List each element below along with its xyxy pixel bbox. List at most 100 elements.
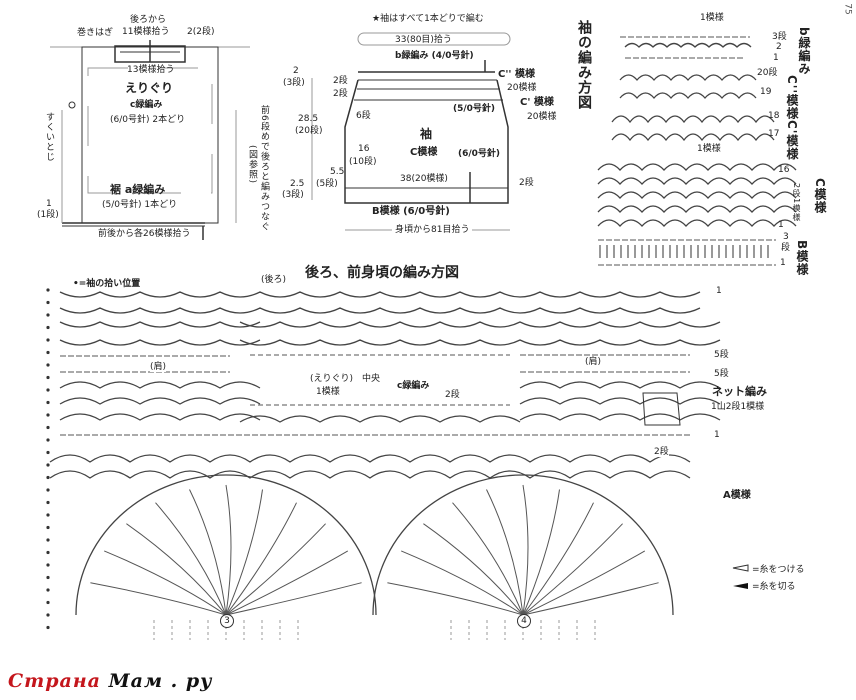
pickup-dot (46, 500, 50, 505)
c2-pattern-label: C'' 模様 (498, 69, 535, 80)
height-2-rows: (3段) (283, 78, 305, 88)
body-row (239, 415, 521, 423)
pickup-dot (46, 525, 50, 530)
pickup-dots (46, 288, 50, 630)
hem-height: 1 (46, 199, 52, 209)
neck-pattern-chart: c緑編み (397, 381, 430, 391)
body-row (59, 307, 701, 314)
b-edge-label: b緑編み (4/0号針) (395, 51, 474, 61)
pickup-dot (46, 338, 50, 342)
fan-arc (372, 474, 674, 616)
fan-petal (225, 523, 326, 616)
a-pattern-row (49, 470, 691, 479)
sleeve-row (619, 74, 757, 82)
fan-petal (522, 484, 529, 616)
pickup-dot (46, 625, 50, 630)
center-label: 中央 (362, 374, 381, 384)
section-c1: C'模様 (785, 120, 799, 161)
sleeve-chart-title: 袖の編み方図 (576, 20, 592, 110)
shoulder-right: (肩) (585, 357, 602, 367)
fan-petal (126, 523, 227, 616)
pick-81-label: 身頃から81目拾う (392, 226, 473, 235)
crochet-stitch-patterns (49, 36, 797, 640)
row-b-dan: 段 (781, 243, 791, 253)
body-row (519, 381, 721, 389)
neck-rows-2: 2段 (445, 390, 460, 400)
body-row (59, 291, 701, 298)
legend-attach: =糸をつける (752, 565, 805, 575)
fan-petal (522, 582, 659, 616)
fan-petal (155, 502, 227, 616)
rows-2a: 2段 (333, 76, 348, 86)
c1-count: 20模様 (527, 112, 557, 122)
pickup-dot (46, 363, 50, 367)
row-1: 1 (773, 53, 779, 63)
pickup-legend: •=袖の拾い位置 (73, 279, 141, 289)
fan-petal (387, 582, 524, 616)
row-16: 16 (778, 165, 790, 175)
section-b: B模様 (795, 240, 809, 277)
row-20: 20段 (757, 68, 778, 78)
repeat-mid: 1模様 (697, 144, 721, 154)
pick-80-label: 33(80目)拾う (395, 35, 452, 45)
body-row (519, 397, 721, 405)
body-row (59, 321, 261, 328)
body-chart-title: 後ろ、前身頃の編み方図 (305, 265, 459, 281)
height-25-rows: (3段) (282, 190, 304, 200)
c-pattern-label: C模様 (410, 147, 438, 158)
sleeve-row (597, 177, 797, 185)
needle-6-label: (6/0号針) (458, 149, 501, 159)
body-row (59, 413, 261, 421)
fan-petal (522, 550, 646, 616)
body-row (59, 381, 261, 389)
pickup-dot (46, 450, 50, 455)
rows-2b: 2段 (333, 89, 348, 99)
sleeve-row (597, 163, 797, 171)
fan-petal (104, 550, 227, 616)
fan-petal (522, 489, 560, 616)
row-2: 2 (776, 42, 782, 52)
fan-petal (225, 550, 349, 616)
height-55-rows: (5段) (316, 179, 338, 189)
sleeve-row (624, 42, 752, 48)
pickup-dot (46, 438, 50, 442)
pickup-dot (46, 288, 50, 292)
height-55: 5.5 (330, 167, 345, 177)
c1-pattern-label: C' 模様 (520, 97, 554, 108)
body-row-1-top: 1 (716, 286, 722, 296)
pickup-dot (46, 600, 50, 605)
hem-needle-label: (5/0号針) 1本どり (102, 200, 178, 210)
pickup-dot (46, 463, 50, 467)
pick-11-label: 11模様拾う (122, 27, 170, 37)
neckline-label: えりぐり (125, 81, 174, 95)
neck-needle-label: (6/0号針) 2本どり (110, 115, 186, 125)
pickup-dot (46, 513, 50, 517)
motif-4-marker: 4 (517, 614, 531, 628)
net-stitch-label: ネット編み (712, 385, 767, 398)
net-repeat-box (642, 392, 681, 426)
pickup-dot (46, 325, 50, 330)
watermark-part2: Мам . ру (108, 670, 213, 692)
row-18: 18 (768, 111, 780, 121)
body-row (239, 321, 721, 328)
sleeve-row (611, 115, 775, 124)
pickup-dot (46, 375, 50, 380)
fan-arc (75, 474, 377, 616)
legend-icons (732, 564, 749, 589)
b-pattern-label: B模様 (6/0号針) (372, 206, 450, 217)
pickup-dot (46, 413, 50, 417)
fan-petal (423, 523, 524, 616)
body-row-1-bottom: 1 (714, 430, 720, 440)
height-16-rows: (10段) (349, 157, 377, 167)
hem-rows: (1段) (37, 210, 59, 220)
seam-label: 巻きはぎ (77, 28, 114, 38)
watermark-logo: Страна Мам . ру (8, 670, 213, 692)
back-label: (後ろ) (261, 275, 287, 285)
fan-petal (225, 484, 232, 616)
body-row (59, 339, 261, 346)
from-back-label: 後ろから (130, 15, 167, 25)
net-repeat-label: 1山2段1模様 (711, 402, 765, 412)
a-rows-2: 2段 (654, 447, 669, 457)
